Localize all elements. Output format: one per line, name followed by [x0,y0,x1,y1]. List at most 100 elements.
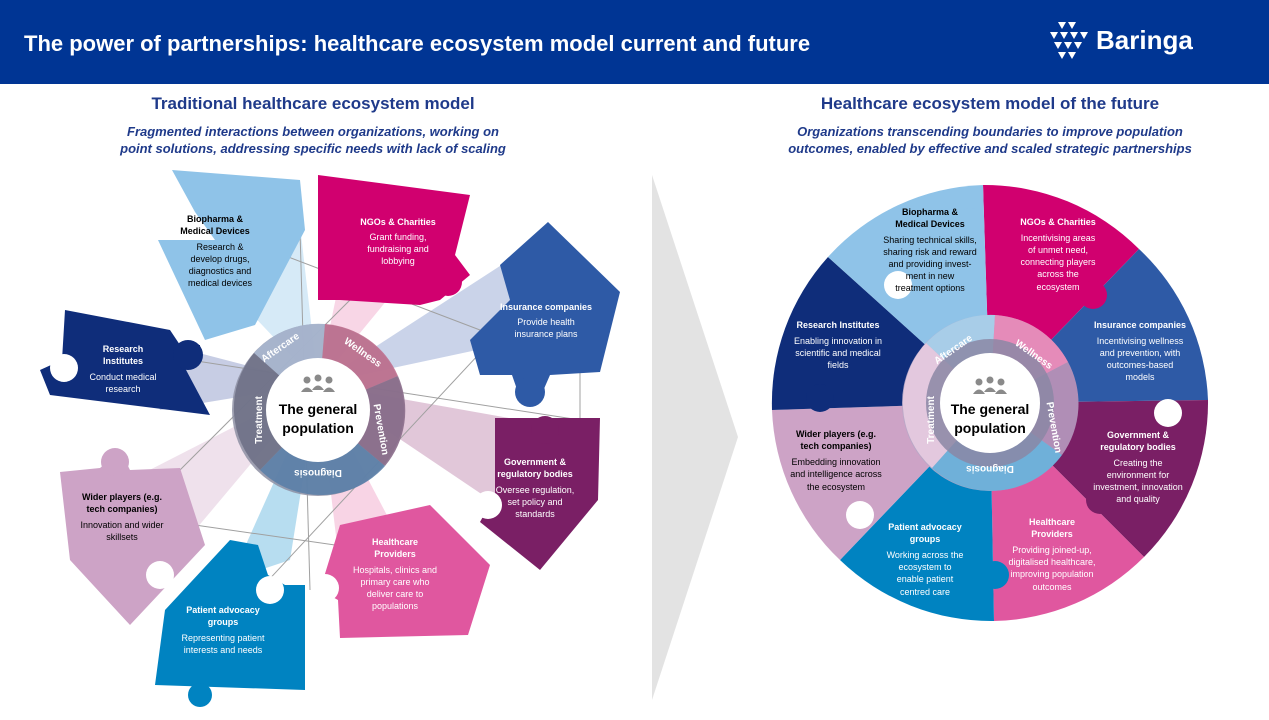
left-insurance-desc-1: Provide health [517,317,575,327]
left-patient-title-1: Patient advocacy [186,605,260,615]
baringa-logo: Baringa [1046,20,1206,64]
baringa-logo-icon [1050,22,1088,59]
left-patient-title-2: groups [208,617,239,627]
right-puzzle-knobs [806,208,1182,589]
left-research-title-2: Institutes [103,356,143,366]
right-insurance-desc-1: Incentivising wellness [1097,336,1184,346]
right-text-wider: Wider players (e.g. tech companies) Embe… [790,429,882,492]
left-piece-providers [311,505,490,638]
left-subtitle-line-2: point solutions, addressing specific nee… [120,141,506,156]
left-ngos-title-1: NGOs & Charities [360,217,436,227]
left-ring-treatment: Treatment [254,395,265,443]
right-research-desc-3: fields [827,360,849,370]
right-research-title-1: Research Institutes [796,320,879,330]
right-patient-desc-4: centred care [900,587,950,597]
right-government-title-1: Government & [1107,430,1170,440]
right-providers-desc-3: improving population [1010,569,1093,579]
right-providers-desc-2: digitalised healthcare, [1008,557,1095,567]
right-government-desc-3: investment, innovation [1093,482,1183,492]
left-text-insurance: Insurance companies Provide health insur… [500,302,592,339]
right-research-desc-2: scientific and medical [795,348,881,358]
right-text-biopharma: Biopharma & Medical Devices Sharing tech… [883,207,977,293]
left-text-ngos: NGOs & Charities Grant funding, fundrais… [360,217,436,266]
left-providers-desc-4: populations [372,601,419,611]
left-biopharma-desc-4: medical devices [188,278,253,288]
right-wider-desc-3: the ecosystem [807,482,865,492]
right-insurance-desc-4: models [1125,372,1155,382]
header-bar: The power of partnerships: healthcare ec… [0,0,1269,84]
right-ring-treatment: Treatment [926,395,937,443]
right-people-icon [973,376,1007,394]
left-providers-desc-3: deliver care to [367,589,424,599]
right-biopharma-desc-5: treatment options [895,283,965,293]
left-insurance-title-1: Insurance companies [500,302,592,312]
left-piece-biopharma [158,170,305,340]
left-center-line-1: The general [279,401,358,417]
right-text-providers: Healthcare Providers Providing joined-up… [1008,517,1095,592]
left-piece-research [40,310,210,415]
left-people-icon [301,374,335,392]
right-ngos-desc-2: of unmet need, [1028,245,1088,255]
right-patient-desc-2: ecosystem to [898,562,951,572]
left-wider-title-2: tech companies) [86,504,157,514]
left-piece-government [474,416,600,570]
left-text-wider: Wider players (e.g. tech companies) Inno… [80,492,163,542]
left-ngos-desc-1: Grant funding, [369,232,426,242]
left-piece-patient [155,540,305,707]
left-providers-title-2: Providers [374,549,416,559]
left-section-subtitle: Fragmented interactions between organiza… [70,123,556,157]
left-ring [232,323,406,496]
right-wider-title-1: Wider players (e.g. [796,429,876,439]
left-ngos-desc-3: lobbying [381,256,415,266]
right-ngos-desc-4: across the [1037,269,1079,279]
left-providers-desc-1: Hospitals, clinics and [353,565,437,575]
left-text-providers: Healthcare Providers Hospitals, clinics … [353,537,437,611]
left-patient-desc-2: interests and needs [184,645,263,655]
right-research-desc-1: Enabling innovation in [794,336,882,346]
right-text-patient: Patient advocacy groups Working across t… [887,522,964,597]
right-providers-title-2: Providers [1031,529,1073,539]
left-government-title-1: Government & [504,457,567,467]
left-text-research: Research Institutes Conduct medical rese… [89,344,156,394]
right-wider-desc-2: and intelligence across [790,469,882,479]
left-wider-desc-1: Innovation and wider [80,520,163,530]
right-section-subtitle: Organizations transcending boundaries to… [720,123,1260,157]
left-providers-title-1: Healthcare [372,537,418,547]
left-subtitle-line-1: Fragmented interactions between organiza… [127,124,499,139]
left-text-patient: Patient advocacy groups Representing pat… [181,605,265,655]
right-ngos-desc-3: connecting players [1020,257,1096,267]
right-insurance-desc-3: outcomes-based [1107,360,1174,370]
right-providers-desc-1: Providing joined-up, [1012,545,1092,555]
left-government-desc-3: standards [515,509,555,519]
right-patient-desc-1: Working across the [887,550,964,560]
right-biopharma-desc-3: and providing invest- [888,259,971,269]
right-insurance-title-1: Insurance companies [1094,320,1186,330]
transition-arrow [652,175,738,700]
left-biopharma-desc-2: develop drugs, [190,254,249,264]
right-ring [902,314,1079,491]
right-biopharma-title-2: Medical Devices [895,219,965,229]
left-providers-desc-2: primary care who [360,577,429,587]
left-section-title: Traditional healthcare ecosystem model [151,94,475,113]
right-biopharma-desc-2: sharing risk and reward [883,247,977,257]
left-wider-desc-2: skillsets [106,532,138,542]
right-government-desc-1: Creating the [1113,458,1162,468]
right-subtitle-line-2: outcomes, enabled by effective and scale… [788,141,1192,156]
right-diagram: The general population Aftercare Wellnes… [771,184,1209,622]
left-piece-wider [60,448,205,625]
left-ring-diagnosis: Diagnosis [294,467,342,478]
right-text-research: Research Institutes Enabling innovation … [794,320,882,370]
left-research-desc-2: research [105,384,140,394]
right-patient-title-2: groups [910,534,941,544]
right-wider-desc-1: Embedding innovation [791,457,880,467]
left-insurance-desc-2: insurance plans [514,329,578,339]
right-text-ngos: NGOs & Charities Incentivising areas of … [1020,217,1096,292]
left-piece-insurance [470,222,620,407]
right-ngos-desc-1: Incentivising areas [1021,233,1096,243]
left-text-government: Government & regulatory bodies Oversee r… [496,457,575,519]
right-ring-diagnosis: Diagnosis [966,463,1014,474]
right-government-title-2: regulatory bodies [1100,442,1176,452]
right-patient-desc-3: enable patient [897,574,954,584]
left-government-title-2: regulatory bodies [497,469,573,479]
